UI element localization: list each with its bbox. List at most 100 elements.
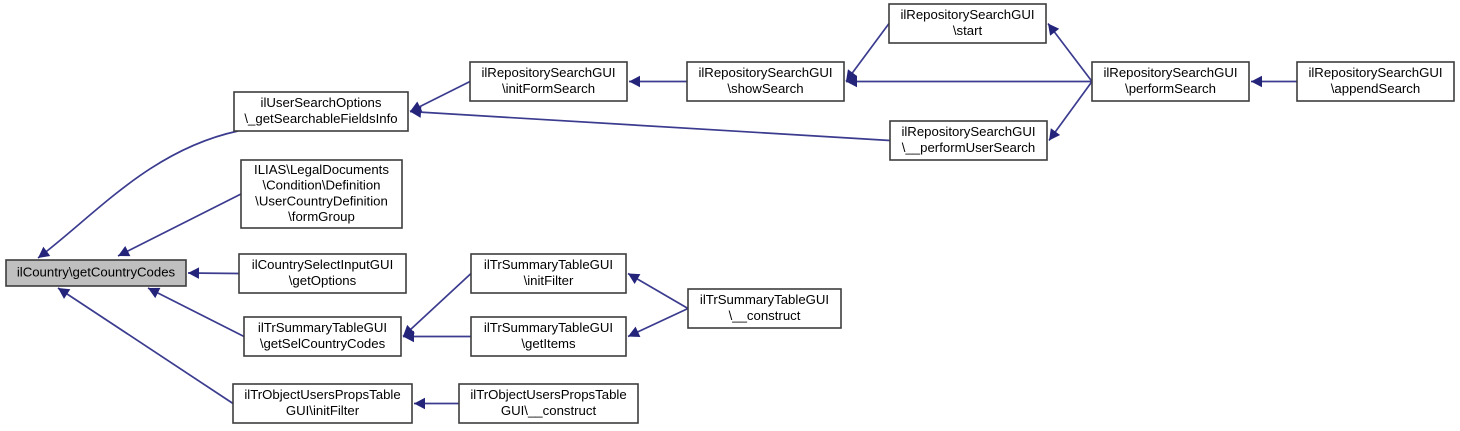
graph-node[interactable]: ilRepositorySearchGUI\appendSearch bbox=[1296, 61, 1455, 102]
node-label-line: GUI\initFilter bbox=[286, 403, 360, 418]
node-label-line: ilTrObjectUsersPropsTable bbox=[244, 387, 400, 402]
node-label-line: ilRepositorySearchGUI bbox=[698, 65, 832, 80]
edge-arrowhead bbox=[1049, 128, 1061, 141]
edge-arrowhead bbox=[628, 273, 641, 284]
node-label-line: \initFormSearch bbox=[502, 81, 595, 96]
graph-edge bbox=[57, 287, 234, 405]
node-label-line: \__performUserSearch bbox=[902, 140, 1035, 155]
graph-edge bbox=[627, 272, 689, 310]
node-label-line: \Condition\Definition bbox=[262, 178, 380, 193]
node-box bbox=[1296, 61, 1455, 102]
graph-node[interactable]: ilTrSummaryTableGUI\getItems bbox=[470, 316, 627, 357]
edge-line bbox=[37, 130, 239, 259]
graph-node[interactable]: ilCountrySelectInputGUI\getOptions bbox=[238, 253, 407, 294]
graph-node[interactable]: ilRepositorySearchGUI\start bbox=[888, 3, 1047, 44]
node-label-line: \UserCountryDefinition bbox=[255, 193, 388, 208]
node-label-line: ilCountrySelectInputGUI bbox=[252, 257, 393, 272]
edge-arrowhead bbox=[38, 246, 51, 258]
node-label-line: \__construct bbox=[729, 308, 801, 323]
node-label-line: ilCountry\getCountryCodes bbox=[17, 264, 176, 279]
node-label-line: \formGroup bbox=[288, 209, 355, 224]
node-box bbox=[1091, 61, 1250, 102]
node-label-line: ilTrObjectUsersPropsTable bbox=[470, 387, 626, 402]
graph-edge bbox=[403, 330, 471, 343]
node-label-line: \appendSearch bbox=[1331, 81, 1420, 96]
graph-edge bbox=[414, 397, 459, 410]
graph-edge bbox=[845, 22, 890, 83]
edge-arrowhead bbox=[846, 69, 858, 82]
edge-arrowhead bbox=[629, 75, 640, 88]
graph-edge bbox=[627, 307, 689, 338]
graph-node-root[interactable]: ilCountry\getCountryCodes bbox=[5, 259, 187, 287]
graph-edge bbox=[147, 287, 245, 338]
node-box bbox=[243, 316, 402, 357]
graph-edge bbox=[409, 80, 471, 113]
graph-node[interactable]: ilRepositorySearchGUI\performSearch bbox=[1091, 61, 1250, 102]
graph-node[interactable]: ilRepositorySearchGUI\__performUserSearc… bbox=[889, 120, 1048, 161]
node-box bbox=[5, 259, 187, 287]
node-label-line: ilUserSearchOptions bbox=[261, 95, 382, 110]
graph-edge bbox=[1048, 80, 1093, 142]
edge-line bbox=[147, 287, 245, 338]
edge-line bbox=[845, 22, 890, 83]
edge-arrowhead bbox=[414, 397, 425, 410]
node-box bbox=[232, 383, 413, 424]
node-box bbox=[687, 288, 842, 329]
node-box bbox=[470, 253, 627, 294]
graph-edge bbox=[37, 130, 239, 259]
edge-arrowhead bbox=[118, 245, 131, 257]
node-box bbox=[686, 61, 845, 102]
edge-line bbox=[57, 287, 234, 405]
graph-node[interactable]: ilRepositorySearchGUI\initFormSearch bbox=[469, 61, 628, 102]
graph-node[interactable]: ilUserSearchOptions\_getSearchableFields… bbox=[233, 91, 409, 132]
graph-node[interactable]: ilTrSummaryTableGUI\initFilter bbox=[470, 253, 627, 294]
edge-layer bbox=[37, 22, 1297, 410]
edge-arrowhead bbox=[410, 106, 422, 118]
graph-node[interactable]: ilTrSummaryTableGUI\__construct bbox=[687, 288, 842, 329]
edge-arrowhead bbox=[846, 75, 857, 88]
node-box bbox=[458, 383, 639, 424]
node-box bbox=[240, 159, 403, 229]
edge-line bbox=[1048, 80, 1093, 142]
edge-line bbox=[1047, 22, 1093, 83]
node-box bbox=[469, 61, 628, 102]
edge-arrowhead bbox=[1048, 23, 1060, 36]
node-label-line: ilRepositorySearchGUI bbox=[900, 7, 1034, 22]
node-box bbox=[238, 253, 407, 294]
graph-node[interactable]: ilRepositorySearchGUI\showSearch bbox=[686, 61, 845, 102]
edge-line bbox=[409, 80, 471, 113]
graph-edge bbox=[117, 193, 242, 257]
node-label-line: ilTrSummaryTableGUI bbox=[700, 292, 829, 307]
edge-arrowhead bbox=[58, 288, 71, 299]
edge-arrowhead bbox=[403, 330, 414, 343]
node-label-line: \showSearch bbox=[727, 81, 803, 96]
node-label-line: ilTrSummaryTableGUI bbox=[258, 320, 387, 335]
node-label-line: \_getSearchableFieldsInfo bbox=[244, 111, 397, 126]
graph-node[interactable]: ILIAS\LegalDocuments\Condition\Definitio… bbox=[240, 159, 403, 229]
node-box bbox=[233, 91, 409, 132]
graph-node[interactable]: ilTrSummaryTableGUI\getSelCountryCodes bbox=[243, 316, 402, 357]
node-box bbox=[470, 316, 627, 357]
node-box bbox=[888, 3, 1047, 44]
node-label-line: GUI\__construct bbox=[501, 403, 597, 418]
edge-arrowhead bbox=[148, 287, 161, 299]
edge-line bbox=[627, 272, 689, 310]
edge-arrowhead bbox=[628, 326, 641, 338]
node-label-line: ilRepositorySearchGUI bbox=[481, 65, 615, 80]
node-label-line: \initFilter bbox=[524, 273, 574, 288]
node-layer: ilCountry\getCountryCodes ilUserSearchOpt… bbox=[5, 3, 1455, 424]
graph-edge bbox=[629, 75, 687, 88]
node-label-line: ilRepositorySearchGUI bbox=[1308, 65, 1442, 80]
node-label-line: \getItems bbox=[521, 336, 576, 351]
graph-edge bbox=[409, 106, 891, 142]
edge-line bbox=[627, 307, 689, 338]
graph-edge bbox=[1047, 22, 1093, 83]
node-label-line: ilRepositorySearchGUI bbox=[1103, 65, 1237, 80]
edge-line bbox=[402, 272, 472, 338]
edge-line bbox=[117, 193, 242, 257]
node-label-line: \start bbox=[953, 23, 983, 38]
node-label-line: ilTrSummaryTableGUI bbox=[484, 320, 613, 335]
